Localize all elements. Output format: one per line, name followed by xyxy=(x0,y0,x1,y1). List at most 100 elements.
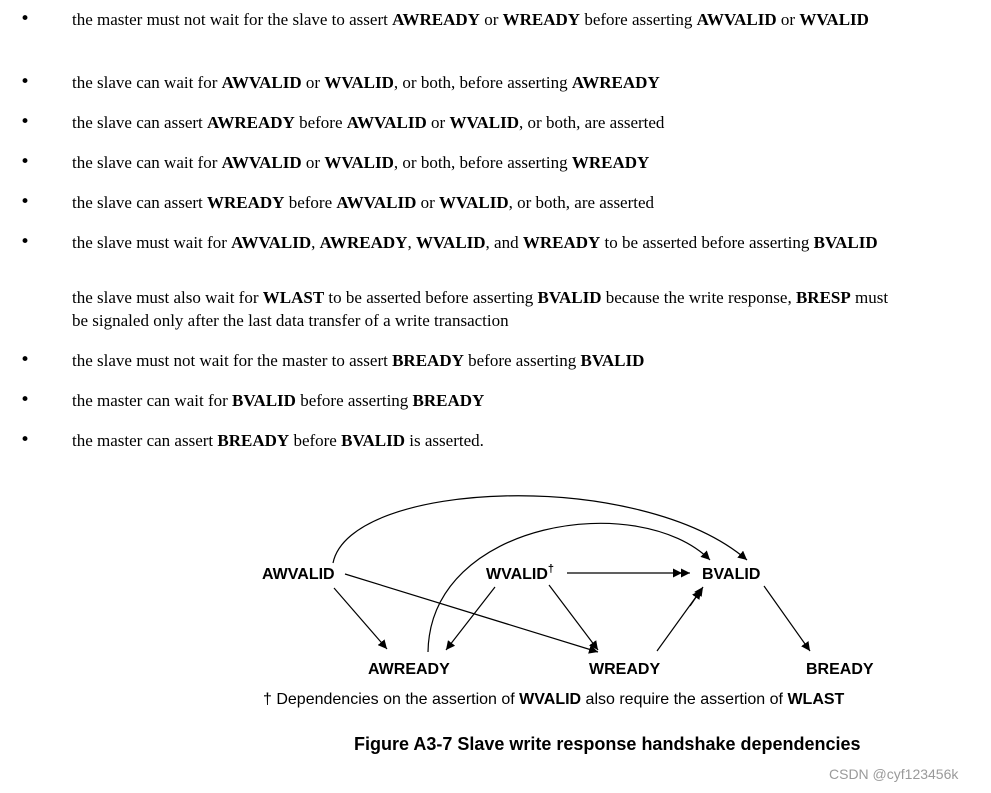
rule-text: before xyxy=(289,431,342,450)
rule-text: because the write response, xyxy=(601,288,796,307)
signal-name: BVALID xyxy=(537,288,602,307)
node-wready: WREADY xyxy=(589,661,660,678)
signal-name: AWVALID xyxy=(346,113,427,132)
rule-text: before xyxy=(294,113,347,132)
bullet-marker: • xyxy=(20,72,31,92)
rule-text: or xyxy=(301,153,325,172)
signal-name: WVALID xyxy=(799,10,869,29)
signal-name: WREADY xyxy=(522,233,601,252)
signal-name: BVALID xyxy=(232,391,296,410)
rule-text: , xyxy=(311,233,320,252)
signal-name: BVALID xyxy=(341,431,406,450)
footnote-wvalid: WVALID xyxy=(519,691,581,708)
rule-item: the slave must wait for AWVALID, AWREADY… xyxy=(72,231,902,254)
rule-text: , and xyxy=(485,233,523,252)
edge-wvalid-to-wready xyxy=(548,584,599,651)
rule-text: before asserting xyxy=(463,351,581,370)
rule-item: the slave can wait for AWVALID or WVALID… xyxy=(72,71,902,94)
rule-item: the slave must not wait for the master t… xyxy=(72,349,902,372)
node-bready: BREADY xyxy=(806,661,874,678)
rule-text: to be asserted before asserting xyxy=(600,233,814,252)
bullet-marker: • xyxy=(20,192,31,212)
rule-text: or xyxy=(426,113,450,132)
rule-text: or xyxy=(479,10,503,29)
signal-name: BREADY xyxy=(217,431,290,450)
signal-name: AWREADY xyxy=(571,73,660,92)
bullet-marker: • xyxy=(20,350,31,370)
node-awvalid: AWVALID xyxy=(262,566,335,583)
signal-name: WREADY xyxy=(502,10,581,29)
rule-text: the master can wait for xyxy=(72,391,233,410)
rule-text: the slave must wait for xyxy=(72,233,232,252)
signal-name: AWVALID xyxy=(696,10,777,29)
rule-text: the master can assert xyxy=(72,431,218,450)
rule-text: , or both, before asserting xyxy=(393,73,572,92)
rule-text: the slave can wait for xyxy=(72,73,222,92)
edge-awvalid-to-bvalid xyxy=(332,495,748,564)
edge-bvalid-to-bready xyxy=(763,585,811,652)
rule-item: the slave can assert AWREADY before AWVA… xyxy=(72,111,902,134)
signal-name: AWREADY xyxy=(207,113,295,132)
edge-awvalid-to-wready xyxy=(344,573,599,654)
rule-text: or xyxy=(776,10,800,29)
signal-name: WVALID xyxy=(324,153,394,172)
signal-name: WVALID xyxy=(415,233,486,252)
signal-name: BRESP xyxy=(795,288,851,307)
footnote-prefix: † Dependencies on the assertion of xyxy=(263,691,519,708)
bullet-marker: • xyxy=(20,232,31,252)
rule-text: , or both, are asserted xyxy=(508,193,655,212)
footnote-wlast: WLAST xyxy=(787,691,844,708)
edge-awready-to-bvalid xyxy=(427,522,711,653)
rule-text: , xyxy=(407,233,416,252)
edge-awvalid-to-awready xyxy=(333,587,388,650)
signal-name: WVALID xyxy=(439,193,509,212)
rule-text: the slave can wait for xyxy=(72,153,222,172)
edge-wvalid-to-awready xyxy=(445,586,496,651)
rule-text: or xyxy=(301,73,325,92)
signal-name: WVALID xyxy=(324,73,394,92)
rule-item: the master can wait for BVALID before as… xyxy=(72,389,902,412)
signal-name: WREADY xyxy=(571,153,650,172)
signal-name: AWVALID xyxy=(336,193,417,212)
signal-name: WVALID xyxy=(449,113,520,132)
rule-text: before asserting xyxy=(295,391,413,410)
rule-text: the master must not wait for the slave t… xyxy=(72,10,393,29)
node-wvalid: WVALID† xyxy=(486,563,554,583)
rule-item: the slave must also wait for WLAST to be… xyxy=(72,286,902,332)
bullet-marker: • xyxy=(20,430,31,450)
rule-text: the slave must not wait for the master t… xyxy=(72,351,393,370)
rule-item: the slave can assert WREADY before AWVAL… xyxy=(72,191,902,214)
node-wvalid-label: WVALID xyxy=(486,566,548,583)
signal-name: AWVALID xyxy=(231,233,312,252)
bullet-marker: • xyxy=(20,112,31,132)
signal-name: AWVALID xyxy=(221,73,302,92)
rule-text: the slave can assert xyxy=(72,193,207,212)
edge-wready-to-bvalid-second-head xyxy=(689,586,704,607)
signal-name: WLAST xyxy=(262,288,325,307)
signal-name: WREADY xyxy=(207,193,285,212)
watermark: CSDN @cyf123456k xyxy=(829,766,959,782)
rule-text: , or both, before asserting xyxy=(393,153,572,172)
rule-text: the slave can assert xyxy=(72,113,207,132)
rule-item: the master must not wait for the slave t… xyxy=(72,8,902,31)
node-awready: AWREADY xyxy=(368,661,450,678)
rule-item: the slave can wait for AWVALID or WVALID… xyxy=(72,151,902,174)
rule-text: or xyxy=(416,193,440,212)
bullet-marker: • xyxy=(20,390,31,410)
bullet-marker: • xyxy=(20,9,31,29)
diagram-footnote: † Dependencies on the assertion of WVALI… xyxy=(263,691,845,708)
figure-caption: Figure A3-7 Slave write response handsha… xyxy=(354,734,861,754)
signal-name: BREADY xyxy=(392,351,464,370)
rule-text: , or both, are asserted xyxy=(519,113,665,132)
signal-name: BVALID xyxy=(813,233,878,252)
rule-text: before asserting xyxy=(580,10,697,29)
rule-text: is asserted. xyxy=(405,431,484,450)
signal-name: BREADY xyxy=(412,391,485,410)
bullet-marker: • xyxy=(20,152,31,172)
rule-item: the master can assert BREADY before BVAL… xyxy=(72,429,902,452)
signal-name: BVALID xyxy=(580,351,645,370)
footnote-middle: also require the assertion of xyxy=(581,691,787,708)
signal-name: AWVALID xyxy=(221,153,302,172)
rule-text: to be asserted before asserting xyxy=(324,288,538,307)
